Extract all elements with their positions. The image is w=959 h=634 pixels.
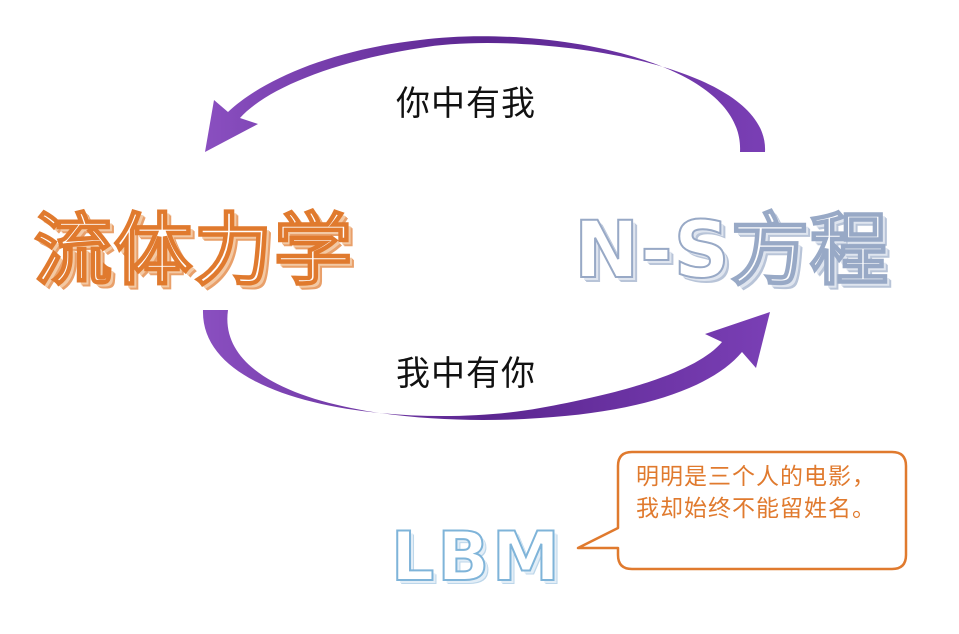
ns-equation-term: N-S方程 — [573, 205, 889, 297]
speech-bubble — [576, 450, 908, 571]
fluid-mechanics-term: 流体力学 — [33, 205, 355, 297]
speech-bubble-text: 明明是三个人的电影，我却始终不能留姓名。 — [636, 464, 876, 522]
bottom-caption: 我中有你 — [396, 354, 536, 394]
lbm-term: LBM — [390, 517, 563, 598]
top-caption: 你中有我 — [396, 84, 536, 124]
bottom-arc-arrow — [202, 310, 771, 421]
